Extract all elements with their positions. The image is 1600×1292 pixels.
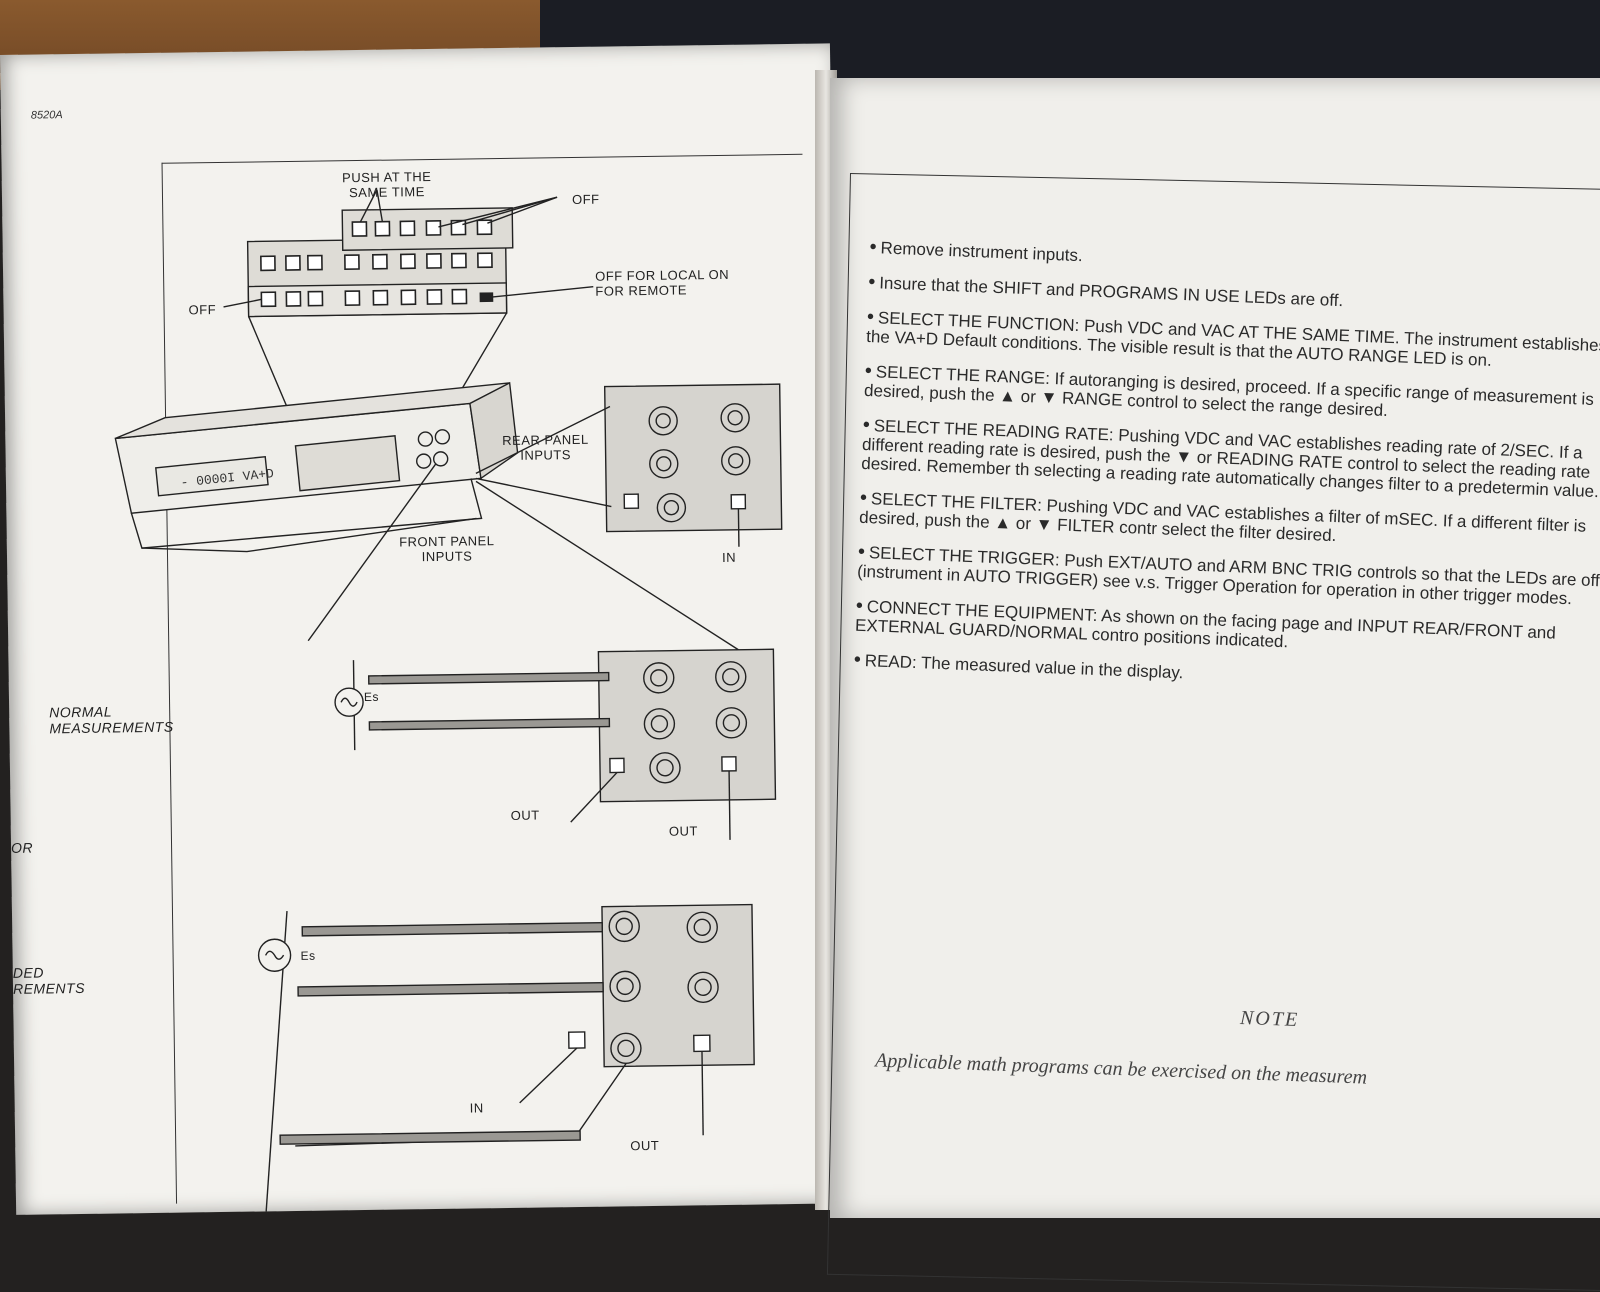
- out-right-label: OUT: [668, 823, 698, 839]
- normal-measurement-circuit: [334, 648, 777, 840]
- es-top-label: Es: [363, 689, 380, 704]
- procedure-list: •Remove instrument inputs. •Insure that …: [853, 236, 1600, 715]
- off-left-label: OFF: [188, 302, 217, 318]
- out-left-label: OUT: [510, 807, 540, 823]
- right-page: •Remove instrument inputs. •Insure that …: [826, 78, 1600, 1292]
- off-top-label: OFF: [571, 191, 600, 208]
- control-panel-closeup: [223, 189, 594, 452]
- list-item: •SELECT THE FUNCTION: Push VDC and VAC A…: [865, 305, 1600, 370]
- or-label: OR: [10, 839, 34, 856]
- list-item: •SELECT THE READING RATE: Pushing VDC an…: [860, 413, 1600, 502]
- es-bottom-label: Es: [300, 948, 316, 963]
- list-item: •SELECT THE FILTER: Pushing VDC and VAC …: [858, 486, 1587, 546]
- guarded-measurements-label: DED REMENTS: [12, 964, 86, 997]
- connection-diagram: - 0000I VA+D: [114, 189, 783, 1212]
- out-bottom-label: OUT: [630, 1137, 660, 1154]
- list-item: •SELECT THE TRIGGER: Push EXT/AUTO and A…: [856, 540, 1600, 609]
- in-bottom-label: IN: [469, 1100, 484, 1116]
- rear-in-label: IN: [721, 549, 737, 565]
- list-item: •SELECT THE RANGE: If autoranging is des…: [863, 359, 1595, 420]
- push-same-time-label: PUSH AT THE SAME TIME: [341, 168, 432, 201]
- list-item: •CONNECT THE EQUIPMENT: As shown on the …: [854, 594, 1557, 652]
- rear-panel: [307, 383, 783, 651]
- guarded-measurement-circuit: [257, 903, 755, 1212]
- local-remote-label: OFF FOR LOCAL ON FOR REMOTE: [595, 266, 730, 299]
- front-panel-label: FRONT PANEL INPUTS: [399, 533, 495, 565]
- note-title: NOTE: [1239, 1006, 1300, 1032]
- left-page: 8520A: [0, 43, 847, 1215]
- normal-measurements-label: NORMAL MEASUREMENTS: [49, 703, 174, 737]
- rear-panel-label: REAR PANEL INPUTS: [502, 431, 589, 463]
- instrument-body: [114, 381, 519, 553]
